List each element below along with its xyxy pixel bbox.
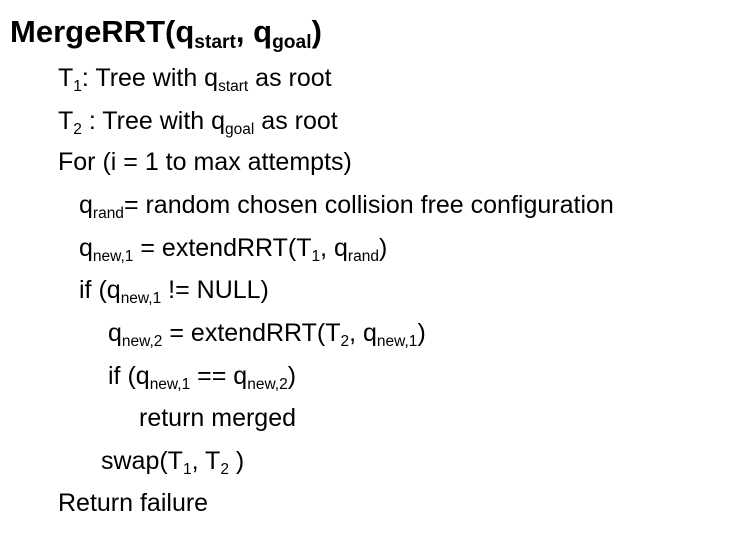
code-text: as root [254, 107, 338, 135]
code-subscript: rand [92, 204, 124, 222]
code-text: swap(T [101, 447, 183, 475]
code-text: Return failure [58, 489, 209, 517]
code-line-return-merged: return merged [139, 403, 296, 433]
code-text: q [79, 191, 93, 219]
code-line-return-failure: Return failure [58, 488, 208, 518]
code-line-q-rand: qrand= random chosen collision free conf… [79, 190, 614, 222]
code-line-tree-2: T2 : Tree with qgoal as root [58, 106, 338, 138]
code-text: T [58, 107, 74, 135]
code-text: q [108, 319, 122, 347]
code-text: q [79, 234, 93, 262]
code-text: return merged [139, 404, 297, 432]
code-subscript: new,1 [376, 332, 418, 350]
code-line-extend-2: qnew,2 = extendRRT(T2, qnew,1) [108, 318, 426, 350]
code-text: , q [320, 234, 348, 262]
code-subscript: 1 [311, 247, 321, 265]
code-text: For (i = 1 to max attempts) [58, 148, 352, 176]
code-text: as root [248, 64, 332, 92]
code-subscript: 1 [182, 460, 192, 478]
code-subscript: new,1 [149, 375, 191, 393]
code-line-swap: swap(T1, T2 ) [101, 446, 245, 478]
code-line-extend-1: qnew,1 = extendRRT(T1, qrand) [79, 233, 388, 265]
code-text: : Tree with q [81, 64, 219, 92]
code-text: if (q [108, 362, 150, 390]
code-text: != NULL) [161, 276, 269, 304]
code-subscript: new,2 [247, 375, 288, 393]
code-text: , q [349, 319, 377, 347]
code-subscript: goal [225, 120, 255, 138]
code-line-if-equal: if (qnew,1 == qnew,2) [108, 361, 297, 393]
code-subscript: new,1 [120, 289, 162, 307]
slide-title: MergeRRT(qstart, qgoal) [10, 12, 322, 52]
code-text: if (q [79, 276, 121, 304]
title-subscript: start [194, 31, 236, 53]
code-subscript: new,1 [92, 247, 134, 265]
code-text: == q [190, 362, 248, 390]
title-text: , q [235, 14, 273, 49]
code-text: , T [191, 447, 221, 475]
code-line-for-loop: For (i = 1 to max attempts) [58, 147, 352, 177]
title-text: MergeRRT(q [10, 14, 195, 49]
code-subscript: new,2 [121, 332, 163, 350]
code-line-if-not-null: if (qnew,1 != NULL) [79, 275, 269, 307]
title-text: ) [311, 14, 322, 49]
code-text: = extendRRT(T [162, 319, 341, 347]
code-subscript: 1 [73, 77, 82, 95]
code-subscript: start [218, 77, 249, 95]
code-text: ) [287, 362, 297, 390]
code-subscript: 2 [73, 120, 82, 138]
code-text: = random chosen collision free configura… [123, 191, 614, 219]
code-text: = extendRRT(T [133, 234, 312, 262]
code-text: ) [228, 447, 245, 475]
code-line-tree-1: T1: Tree with qstart as root [58, 63, 332, 95]
code-subscript: rand [347, 247, 379, 265]
code-text: ) [378, 234, 388, 262]
code-text: : Tree with q [81, 107, 226, 135]
code-text: T [58, 64, 74, 92]
title-subscript: goal [272, 31, 312, 53]
code-text: ) [417, 319, 426, 347]
code-subscript: 2 [340, 332, 350, 350]
code-subscript: 2 [220, 460, 229, 478]
